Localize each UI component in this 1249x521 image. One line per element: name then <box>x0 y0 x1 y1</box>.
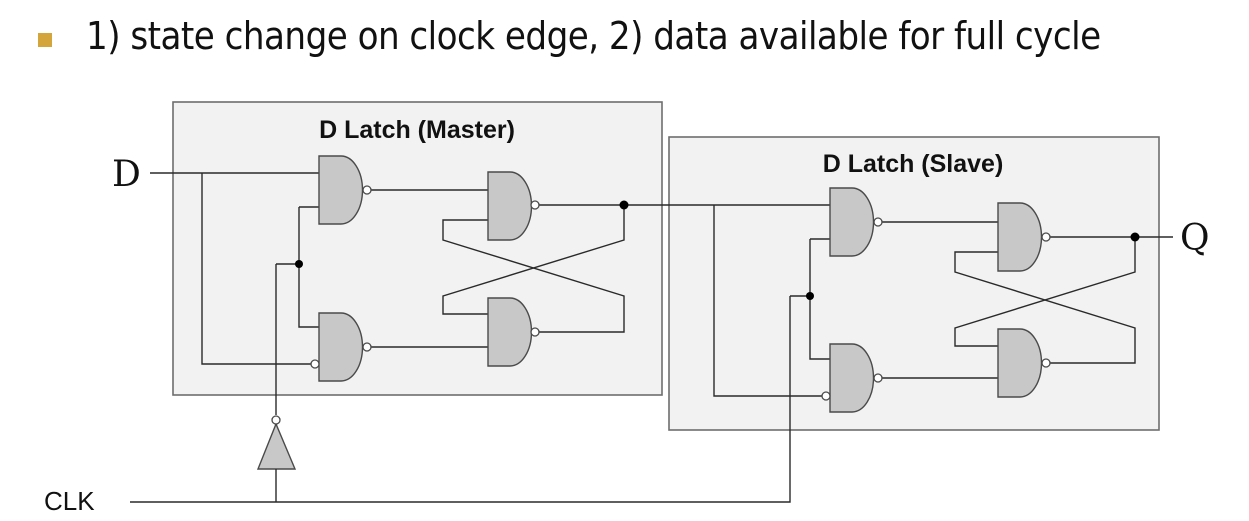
slave-nand-g2 <box>829 343 875 413</box>
master-g4-output-bubble <box>530 327 540 337</box>
bullet-square-icon <box>38 33 52 47</box>
wire-clk-main <box>130 296 791 503</box>
master-clock-junction <box>295 260 303 268</box>
master-latch-title: D Latch (Master) <box>319 116 515 144</box>
slave-nand-g3 <box>997 202 1043 272</box>
slave-output-junction <box>1130 232 1140 242</box>
master-nand-g2 <box>318 312 364 382</box>
master-nand-g1 <box>318 155 364 225</box>
slave-clock-junction <box>806 292 814 300</box>
master-nand-g3 <box>487 171 533 241</box>
slave-latch-title: D Latch (Slave) <box>823 150 1004 178</box>
wire-master-cross-b <box>442 205 625 315</box>
slave-g3-output-bubble <box>1041 232 1051 242</box>
slave-wires <box>669 204 1173 397</box>
slave-g4-output-bubble <box>1041 358 1051 368</box>
master-g2-inverted-input-bubble <box>310 359 320 369</box>
slave-g2-output-bubble <box>873 373 883 383</box>
slave-g1-output-bubble <box>873 217 883 227</box>
clock-inverter-bubble <box>271 415 281 425</box>
master-g3-output-bubble <box>530 200 540 210</box>
output-label-q: Q <box>1180 218 1210 259</box>
clock-inverter <box>256 422 297 470</box>
wire-slave-d-branch <box>713 205 822 397</box>
master-wires <box>150 172 669 415</box>
slave-nand-g1 <box>829 187 875 257</box>
master-g1-output-bubble <box>362 185 372 195</box>
slave-latch-box <box>668 136 1160 431</box>
master-nand-g4 <box>487 297 533 367</box>
master-latch-box <box>172 101 663 396</box>
input-label-d: D <box>112 154 141 195</box>
master-output-junction <box>619 200 629 210</box>
bullet-point: 1) state change on clock edge, 2) data a… <box>0 0 1249 80</box>
slave-g2-inverted-input-bubble <box>821 391 831 401</box>
bullet-text: 1) state change on clock edge, 2) data a… <box>86 14 1101 58</box>
wire-slave-cross-b <box>954 237 1136 347</box>
wire-master-clk-top <box>298 206 319 328</box>
wire-d-branch <box>201 173 311 365</box>
master-g2-output-bubble <box>362 342 372 352</box>
slave-nand-g4 <box>997 328 1043 398</box>
wire-slave-clk <box>809 238 830 360</box>
clock-label: CLK <box>44 486 95 516</box>
